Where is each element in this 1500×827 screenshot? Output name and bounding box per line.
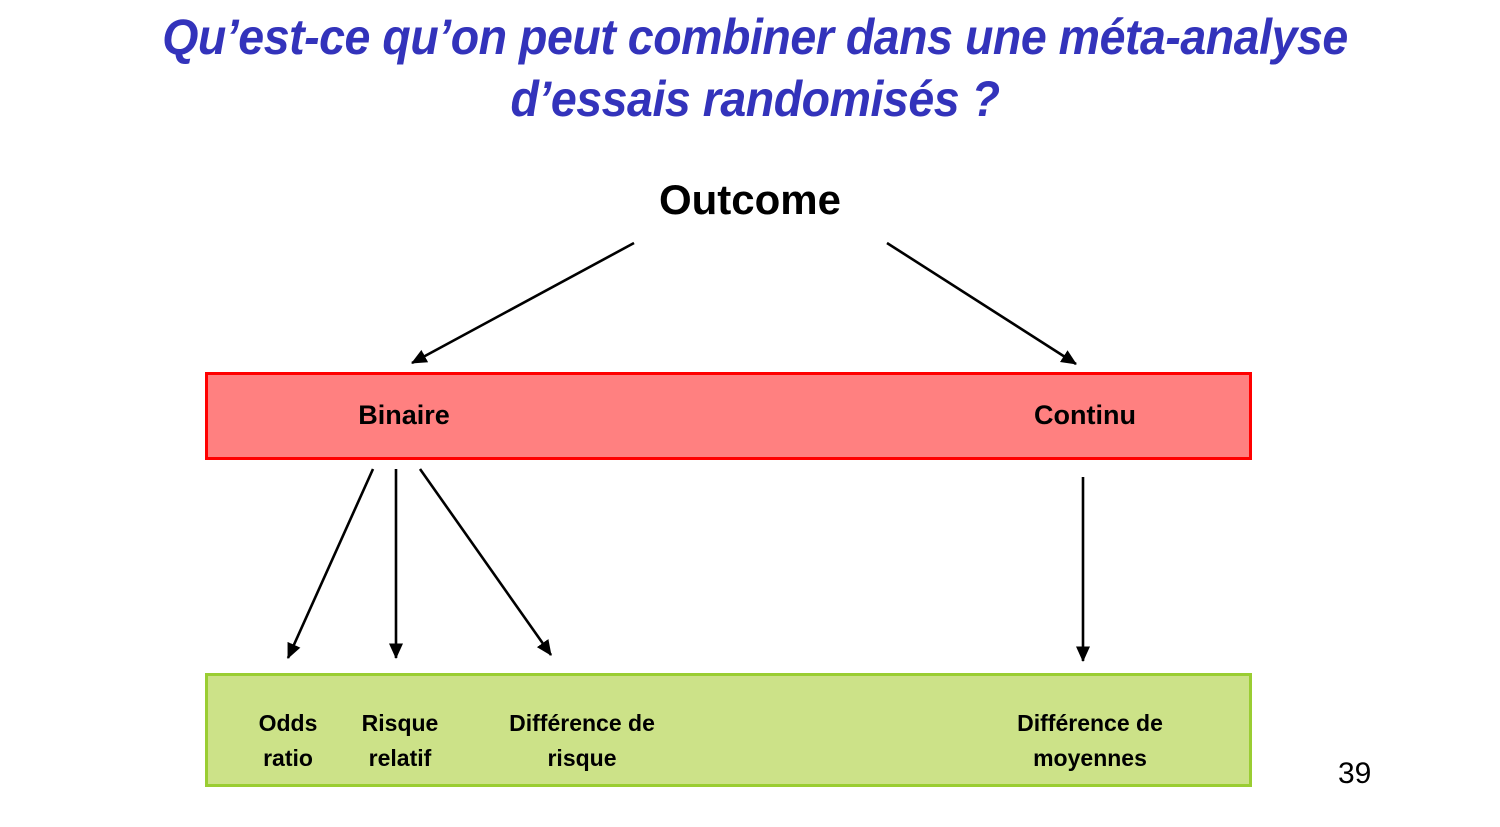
slide-page-number: 39	[1338, 757, 1372, 790]
diagram-node-continu: Continu	[1034, 400, 1136, 430]
diagram-node-outcome: Outcome	[658, 176, 842, 223]
diagram-node-difference-de-risque: Différence de risque	[509, 710, 655, 771]
diagram-node-difference-de-moyennes: Différence de moyennes	[1017, 710, 1163, 771]
connector-binaire-to-odds-ratio	[286, 468, 375, 659]
diagram-node-risque-relatif: Risque relatif	[361, 710, 439, 771]
page-title: Qu’est-ce qu’on peut combiner dans une m…	[162, 9, 1348, 127]
diagram-node-odds-ratio: Odds ratio	[258, 710, 318, 771]
connector-outcome-to-binaire	[411, 241, 635, 365]
connector-binaire-to-difference-risque	[418, 468, 553, 656]
diagram-box-level1	[205, 372, 1252, 460]
diagram-node-binaire: Binaire	[358, 400, 450, 430]
diagram-box-level2	[205, 673, 1252, 787]
connector-outcome-to-continu	[886, 241, 1077, 366]
